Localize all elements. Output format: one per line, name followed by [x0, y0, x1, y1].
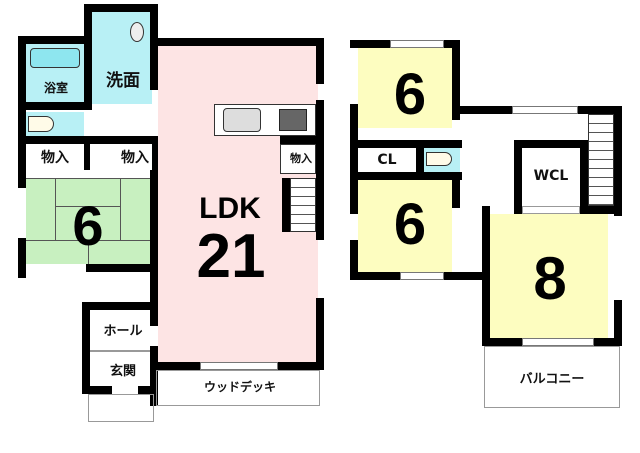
wall	[150, 346, 158, 406]
stove-icon	[279, 109, 307, 131]
kitchen-storage-label: 物入	[290, 152, 312, 165]
closet	[358, 148, 416, 172]
japanese-room-size: 6	[72, 193, 104, 257]
bath-label: 浴室	[43, 80, 68, 95]
wall	[594, 338, 622, 346]
storage-left-label: 物入	[41, 150, 69, 166]
wall	[86, 264, 158, 272]
wall	[514, 140, 588, 148]
balcony-outline	[484, 346, 620, 408]
wall	[580, 206, 622, 214]
wall	[82, 302, 158, 310]
wood-deck-outline	[156, 370, 320, 406]
balcony-label: バルコニー	[519, 371, 585, 387]
ldk-label: LDK	[199, 192, 261, 225]
wall	[150, 38, 322, 46]
wall	[482, 206, 490, 346]
wall	[452, 40, 460, 120]
wall	[18, 238, 26, 278]
stairs	[290, 178, 316, 232]
wcl-door-line	[522, 206, 580, 214]
wall	[82, 302, 90, 394]
toilet-icon	[426, 152, 452, 166]
wall	[150, 46, 158, 90]
toilet-icon	[28, 116, 54, 132]
wall	[84, 4, 158, 12]
storage-right	[118, 144, 152, 170]
storage-left	[26, 144, 84, 170]
hall-label: ホール	[103, 323, 143, 339]
tatami-lines	[26, 178, 150, 264]
wall	[416, 140, 424, 178]
room-bedroom-mid	[358, 180, 452, 272]
bedroom-top-size: 6	[393, 61, 427, 127]
wall	[580, 140, 588, 214]
kitchen-counter	[214, 104, 316, 136]
bathtub-icon	[30, 48, 80, 68]
wall	[282, 178, 290, 232]
wall	[350, 240, 358, 280]
washroom-label: 洗面	[106, 70, 140, 91]
wall	[350, 40, 390, 48]
wall	[278, 362, 324, 370]
wall	[452, 106, 512, 114]
window	[522, 338, 594, 346]
sink-icon	[223, 108, 261, 132]
wall	[138, 386, 158, 394]
wall	[18, 36, 92, 44]
wall	[18, 36, 26, 188]
storage-right-label: 物入	[121, 150, 149, 166]
entrance-label: 玄関	[109, 363, 136, 379]
wcl-label: WCL	[533, 168, 569, 184]
stairs-2f	[588, 114, 614, 206]
wall	[444, 272, 490, 280]
wall	[18, 136, 154, 144]
ldk-size: 21	[196, 221, 266, 291]
wall	[514, 140, 522, 214]
porch	[88, 394, 154, 422]
wall	[350, 272, 400, 280]
wall	[452, 178, 460, 208]
wall	[316, 100, 324, 240]
room-bedroom-top	[358, 48, 452, 128]
master-bedroom-size: 8	[533, 244, 567, 312]
hall-divider	[90, 350, 150, 352]
window	[200, 362, 278, 370]
washbasin-icon	[130, 22, 144, 42]
wall	[350, 172, 462, 180]
wall	[82, 386, 112, 394]
wall	[150, 136, 158, 326]
wall	[350, 140, 462, 148]
kitchen-storage	[280, 144, 316, 174]
bedroom-mid-size: 6	[393, 191, 427, 257]
wood-deck-label: ウッドデッキ	[203, 379, 276, 394]
wall	[316, 38, 324, 84]
wall	[150, 4, 158, 46]
wall	[350, 104, 358, 214]
closet-label: CL	[377, 152, 397, 168]
wall	[84, 4, 92, 108]
window	[390, 40, 444, 48]
wall	[614, 106, 622, 216]
wall	[158, 362, 200, 370]
wall	[280, 136, 316, 144]
wall	[578, 106, 622, 114]
room-master-bedroom	[490, 214, 608, 338]
wall	[18, 102, 92, 110]
wall	[614, 300, 622, 346]
wall	[482, 338, 522, 346]
wall	[316, 298, 324, 370]
window	[512, 106, 578, 114]
window	[400, 272, 444, 280]
wall	[84, 144, 90, 170]
